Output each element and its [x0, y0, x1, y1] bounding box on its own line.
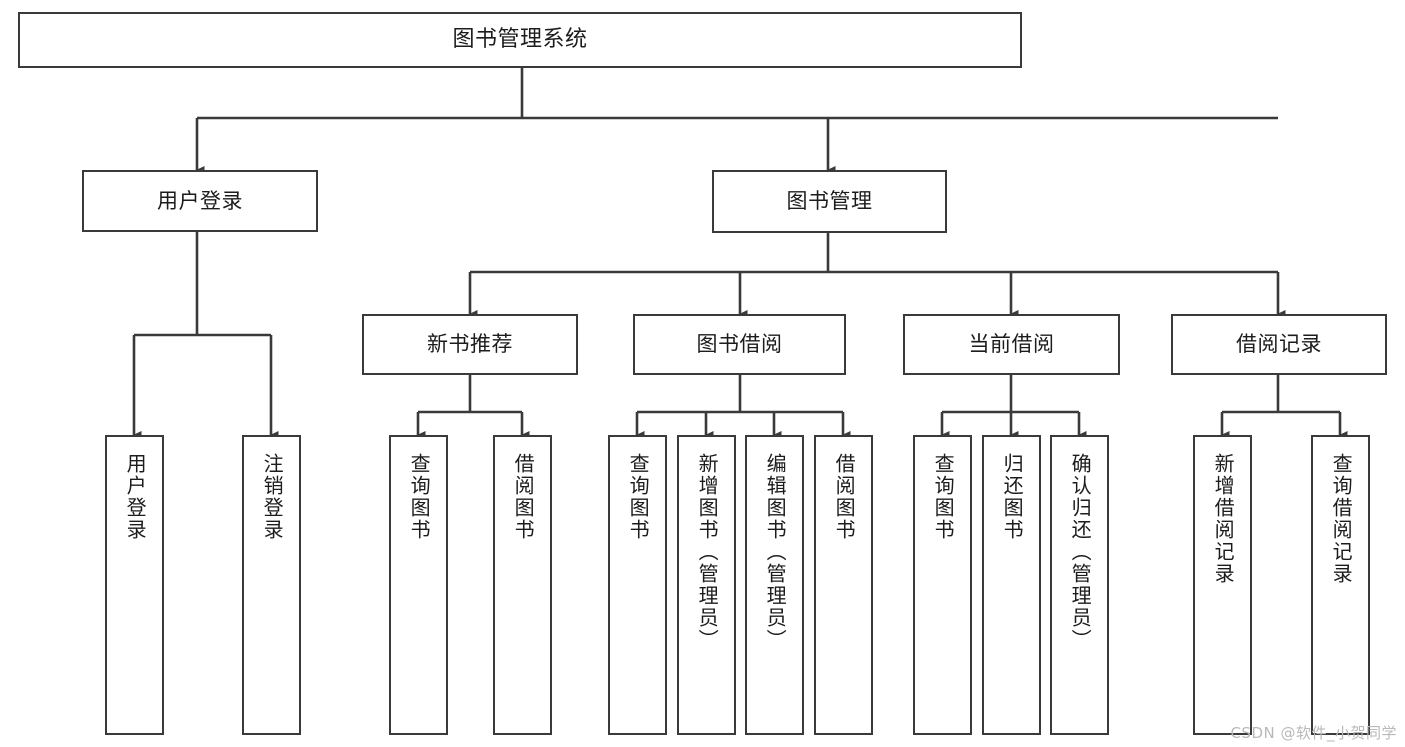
leaf-query-book-1[interactable]: 查询图书 [389, 435, 448, 735]
node-user-login[interactable]: 用户登录 [82, 170, 318, 232]
node-label: 用户登录 [123, 453, 148, 541]
csdn-watermark: CSDN @软件_小贺同学 [1230, 724, 1397, 742]
node-label: 查询图书 [407, 453, 432, 541]
node-label: 新书推荐 [427, 332, 513, 357]
leaf-add-record[interactable]: 新增借阅记录 [1193, 435, 1252, 735]
node-label: 新增借阅记录 [1211, 453, 1236, 585]
node-label: 图书管理系统 [452, 27, 588, 53]
node-label: 查询借阅记录 [1329, 453, 1354, 585]
node-label: 图书借阅 [696, 332, 783, 357]
node-label: 借阅图书 [511, 453, 536, 541]
node-label: 新增图书（管理员） [695, 453, 720, 651]
node-borrow-record[interactable]: 借阅记录 [1171, 314, 1387, 375]
node-label: 归还图书 [1000, 453, 1025, 541]
leaf-query-book-2[interactable]: 查询图书 [608, 435, 667, 735]
node-label: 图书管理 [786, 189, 873, 214]
node-label: 注销登录 [260, 453, 285, 541]
leaf-query-book-3[interactable]: 查询图书 [913, 435, 972, 735]
node-new-book-recommend[interactable]: 新书推荐 [362, 314, 578, 375]
node-label: 查询图书 [931, 453, 956, 541]
leaf-add-book[interactable]: 新增图书（管理员） [677, 435, 736, 735]
node-label: 用户登录 [157, 188, 243, 213]
leaf-return-book[interactable]: 归还图书 [982, 435, 1041, 735]
node-current-borrow[interactable]: 当前借阅 [903, 314, 1120, 375]
node-book-borrow[interactable]: 图书借阅 [633, 314, 846, 375]
node-label: 编辑图书（管理员） [763, 453, 788, 651]
leaf-borrow-book-2[interactable]: 借阅图书 [814, 435, 873, 735]
leaf-edit-book[interactable]: 编辑图书（管理员） [745, 435, 804, 735]
leaf-query-record[interactable]: 查询借阅记录 [1311, 435, 1370, 735]
leaf-confirm-return[interactable]: 确认归还（管理员） [1050, 435, 1109, 735]
leaf-user-login[interactable]: 用户登录 [105, 435, 164, 735]
leaf-logout-login[interactable]: 注销登录 [242, 435, 301, 735]
node-root-system[interactable]: 图书管理系统 [18, 12, 1022, 68]
node-label: 查询图书 [626, 453, 651, 541]
node-label: 借阅记录 [1236, 332, 1322, 357]
node-label: 借阅图书 [832, 453, 857, 541]
node-label: 确认归还（管理员） [1068, 453, 1093, 651]
node-label: 当前借阅 [968, 332, 1055, 357]
node-book-management[interactable]: 图书管理 [712, 170, 947, 233]
leaf-borrow-book-1[interactable]: 借阅图书 [493, 435, 552, 735]
